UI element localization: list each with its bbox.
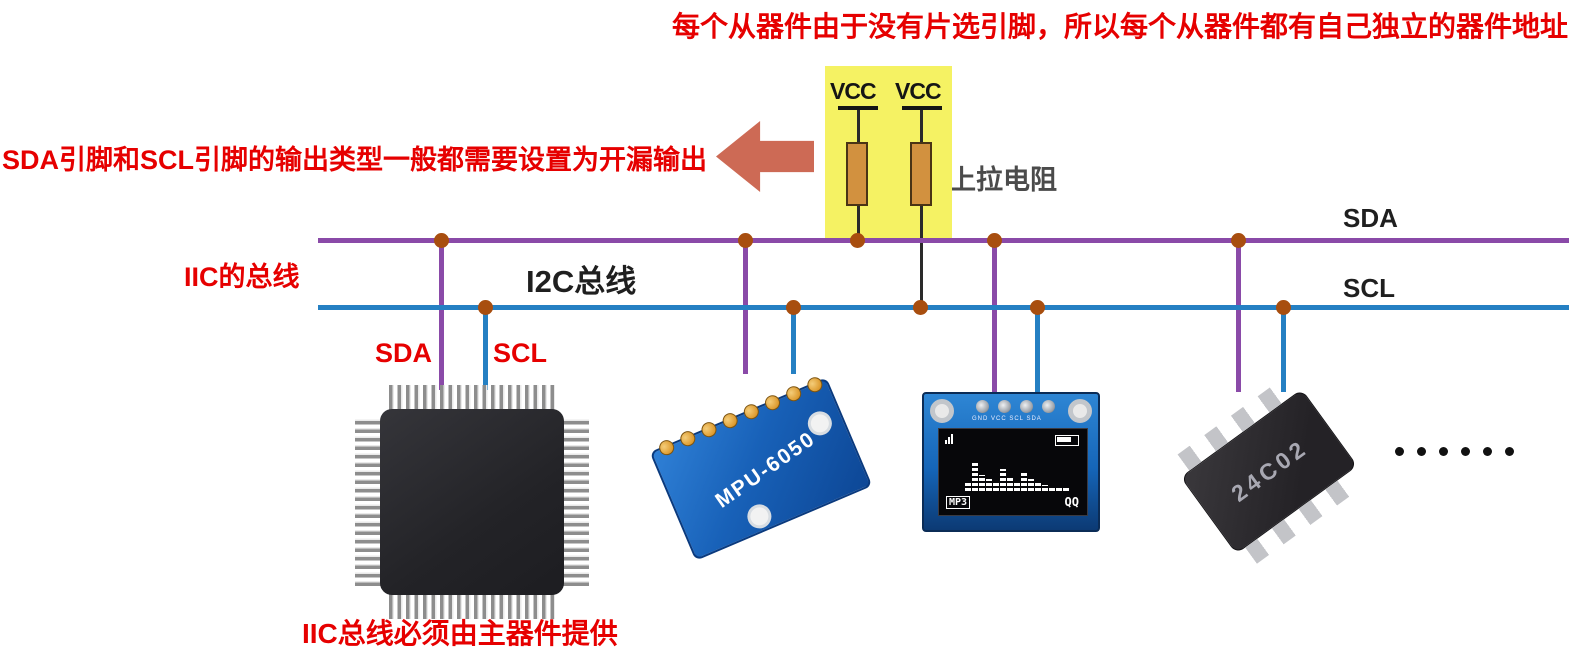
oled-pin-labels: GND VCC SCL SDA [972, 416, 1042, 422]
equalizer-bar [1014, 483, 1020, 491]
pullup-resistor-scl [910, 142, 932, 206]
equalizer-bar [1035, 481, 1041, 491]
junction-dot [987, 233, 1002, 248]
sda-bus-label: SDA [1343, 203, 1398, 233]
equalizer-bar [993, 481, 999, 491]
qq-badge: QQ [1064, 495, 1079, 509]
junction-dot [1030, 300, 1045, 315]
more-devices-ellipsis [1395, 447, 1514, 456]
eeprom-module: 24C02 [1162, 378, 1377, 568]
solder-pad-icon [805, 374, 825, 395]
bottom-note: IIC总线必须由主器件提供 [302, 618, 618, 649]
solder-pad-icon [656, 437, 677, 458]
sda-drop-mcu [439, 240, 444, 390]
sda-mcu-label: SDA [375, 338, 433, 368]
junction-dot [850, 233, 865, 248]
oled-pin [1042, 400, 1055, 413]
junction-dot [738, 233, 753, 248]
junction-dot [434, 233, 449, 248]
equalizer-bars [965, 461, 1069, 491]
junction-dot [478, 300, 493, 315]
sda-drop-eeprom [1236, 240, 1241, 392]
mp3-badge: MP3 [946, 496, 971, 509]
mcu-pins-bottom [389, 592, 555, 619]
equalizer-bar [1063, 487, 1069, 491]
equalizer-bar [1021, 473, 1027, 491]
solder-pad-icon [720, 410, 741, 431]
ellipsis-dot [1395, 447, 1404, 456]
vcc-right-label: VCC [895, 78, 942, 104]
scl-bus-label: SCL [1343, 273, 1395, 303]
vcc-left-label: VCC [830, 78, 877, 104]
sda-drop-oled [992, 240, 997, 394]
equalizer-bar [1056, 487, 1062, 491]
solder-pad-icon [678, 428, 698, 449]
eeprom-chip: 24C02 [1177, 378, 1363, 564]
scl-drop-eeprom [1281, 308, 1286, 392]
sda-bus-line [318, 238, 1569, 243]
equalizer-bar [1049, 487, 1055, 491]
mcu-pins-right [562, 419, 589, 586]
ellipsis-dot [1439, 447, 1448, 456]
vcc-rail-symbol [902, 106, 942, 110]
i2c-bus-label: I2C总线 [526, 264, 637, 299]
ellipsis-dot [1417, 447, 1426, 456]
ellipsis-dot [1505, 447, 1514, 456]
solder-pad-icon [783, 383, 804, 404]
battery-icon [1055, 435, 1079, 446]
pullup-resistor-label: 上拉电阻 [949, 165, 1057, 195]
solder-pad-icon [741, 401, 762, 422]
top-note: 每个从器件由于没有片选引脚，所以每个从器件都有自己独立的器件地址 [672, 11, 1569, 42]
equalizer-bar [986, 479, 992, 491]
oled-pin [976, 400, 989, 413]
equalizer-bar [965, 483, 971, 491]
junction-dot [1231, 233, 1246, 248]
left-note: SDA引脚和SCL引脚的输出类型一般都需要设置为开漏输出 [2, 145, 708, 175]
mcu-pins-left [355, 419, 382, 586]
mounting-hole-icon [743, 500, 776, 533]
scl-drop-oled [1035, 308, 1040, 394]
ellipsis-dot [1461, 447, 1470, 456]
scl-bus-line [318, 305, 1569, 310]
equalizer-bar [1000, 469, 1006, 491]
oled-module: GND VCC SCL SDA MP3 QQ [922, 392, 1100, 532]
oled-pin [1020, 400, 1033, 413]
mcu-chip [380, 409, 564, 595]
junction-dot [1276, 300, 1291, 315]
signal-icon [945, 434, 953, 444]
equalizer-bar [972, 461, 978, 491]
equalizer-bar [1042, 485, 1048, 491]
mpu6050-module: MPU-6050 [649, 374, 880, 561]
junction-dot [786, 300, 801, 315]
left-arrow-icon [716, 121, 814, 192]
ellipsis-dot [1483, 447, 1492, 456]
equalizer-bar [979, 475, 985, 491]
mcu-pins-top [389, 385, 555, 412]
equalizer-bar [1028, 479, 1034, 491]
mounting-hole-icon [930, 399, 954, 423]
solder-pad-icon [762, 392, 783, 413]
solder-pad-icon [699, 419, 719, 440]
vcc-rail-symbol [838, 106, 878, 110]
junction-dot [913, 300, 928, 315]
oled-pin [998, 400, 1011, 413]
scl-mcu-label: SCL [493, 338, 547, 368]
mounting-hole-icon [1068, 399, 1092, 423]
equalizer-bar [1007, 477, 1013, 491]
scl-drop-mpu6050 [791, 308, 796, 374]
mpu6050-board: MPU-6050 [649, 374, 873, 561]
iic-bus-label: IIC的总线 [184, 262, 300, 292]
pullup-resistor-sda [846, 142, 868, 206]
scl-drop-mcu [483, 308, 488, 390]
oled-screen: MP3 QQ [938, 428, 1088, 516]
pullup-wire-scl [920, 110, 923, 308]
